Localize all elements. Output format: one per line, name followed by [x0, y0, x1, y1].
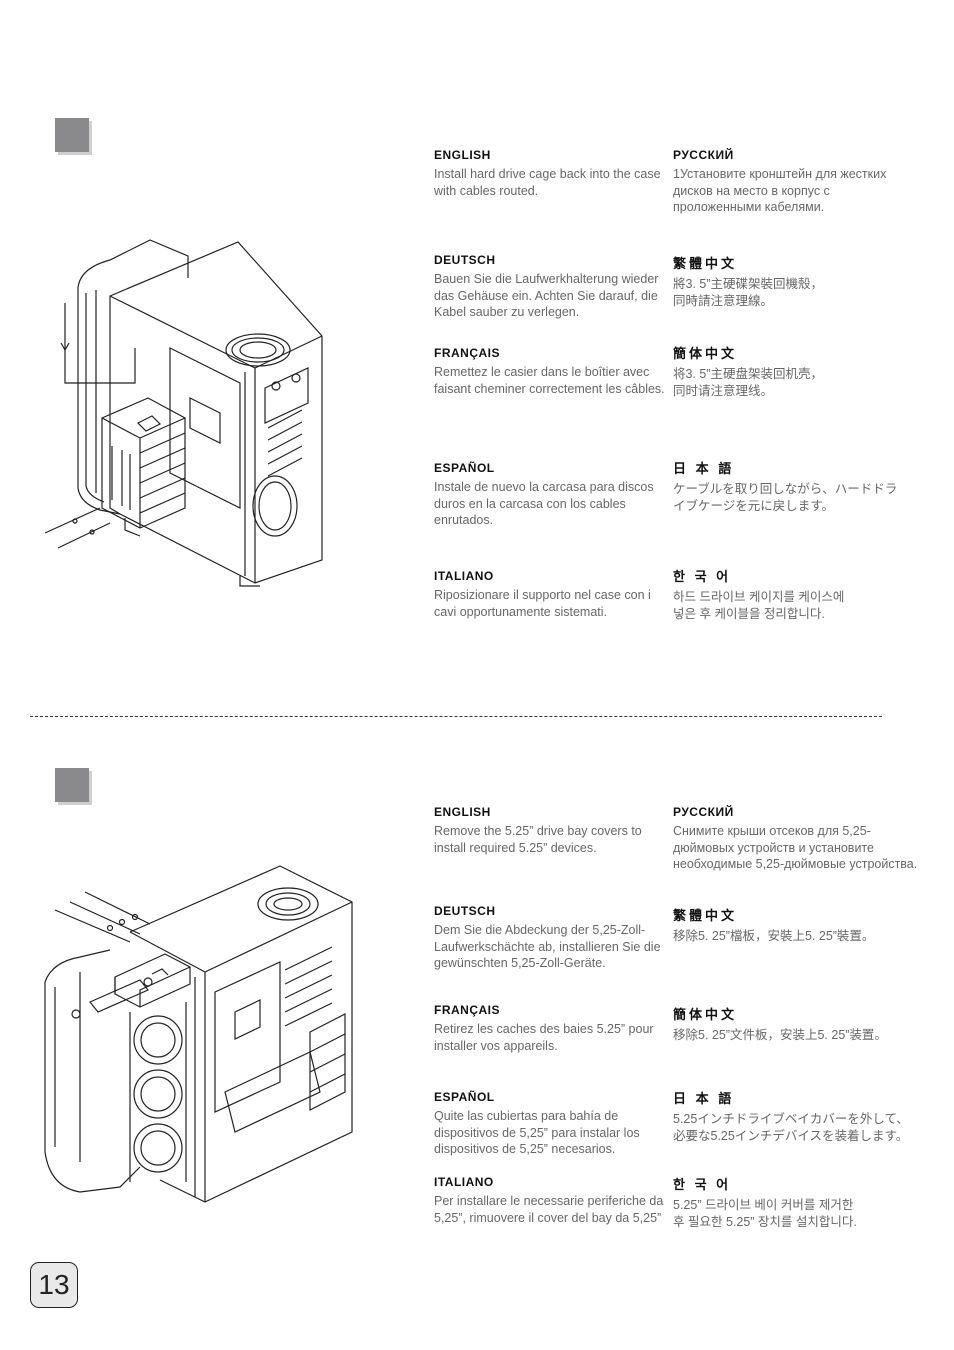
- language-label: РУССКИЙ: [673, 148, 734, 162]
- language-label: ITALIANO: [434, 1175, 494, 1189]
- japanese-block: 日 本 語 5.25インチドライブベイカバーを外して、 必要な5.25インチデバ…: [673, 1088, 909, 1144]
- instruction-text: Retirez les caches des baies 5.25” pour …: [434, 1022, 654, 1053]
- simp-chinese-block: 簡体中文 将3. 5”主硬盘架装回机壳， 同时请注意理线。: [673, 343, 823, 399]
- korean-block: 한 국 어 5.25” 드라이브 베이 커버를 제거한 후 필요한 5.25” …: [673, 1174, 857, 1230]
- trad-chinese-block: 繁體中文 移除5. 25”檔板，安裝上5. 25”裝置。: [673, 905, 874, 945]
- instruction-text: Instale de nuevo la carcasa para discos …: [434, 480, 654, 527]
- deutsch-block: DEUTSCH Dem Sie die Abdeckung der 5,25-Z…: [434, 904, 669, 972]
- language-label: 繁體中文: [673, 256, 738, 271]
- case-drive-bay-illustration: [44, 865, 353, 1203]
- language-label: РУССКИЙ: [673, 805, 734, 819]
- instruction-text: Remettez le casier dans le boîtier avec …: [434, 365, 665, 396]
- step-marker-1: [55, 118, 89, 152]
- instruction-text: 5.25” 드라이브 베이 커버를 제거한 후 필요한 5.25” 장치를 설치…: [673, 1198, 857, 1229]
- case-hdd-cage-illustration: [44, 239, 323, 587]
- language-label: 한 국 어: [673, 569, 732, 584]
- instruction-text: ケーブルを取り回しながら、ハードドラ イブケージを元に戻します。: [673, 482, 898, 513]
- espanol-block: ESPAÑOL Quite las cubiertas para bahía d…: [434, 1090, 669, 1158]
- deutsch-block: DEUTSCH Bauen Sie die Laufwerkhalterung …: [434, 253, 669, 321]
- language-label: ENGLISH: [434, 805, 491, 819]
- instruction-text: 하드 드라이브 케이지를 케이스에 넣은 후 케이블을 정리합니다.: [673, 590, 845, 621]
- section-divider: [30, 716, 882, 717]
- russian-block: РУССКИЙ 1Установите кронштейн для жестки…: [673, 148, 908, 216]
- language-label: FRANÇAIS: [434, 346, 500, 360]
- francais-block: FRANÇAIS Remettez le casier dans le boît…: [434, 346, 669, 397]
- instruction-text: 移除5. 25”文件板，安装上5. 25”装置。: [673, 1028, 887, 1042]
- language-label: ESPAÑOL: [434, 461, 495, 475]
- espanol-block: ESPAÑOL Instale de nuevo la carcasa para…: [434, 461, 669, 529]
- step-marker-2: [55, 768, 89, 802]
- instruction-text: Dem Sie die Abdeckung der 5,25-Zoll-Lauf…: [434, 923, 661, 970]
- instruction-text: Install hard drive cage back into the ca…: [434, 167, 661, 198]
- russian-block: РУССКИЙ Снимите крыши отсеков для 5,25-д…: [673, 805, 918, 873]
- korean-block: 한 국 어 하드 드라이브 케이지를 케이스에 넣은 후 케이블을 정리합니다.: [673, 566, 844, 622]
- trad-chinese-block: 繁體中文 將3. 5”主硬碟架裝回機殼， 同時請注意理線。: [673, 253, 823, 309]
- language-label: 한 국 어: [673, 1177, 732, 1192]
- instruction-text: 將3. 5”主硬碟架裝回機殼， 同時請注意理線。: [673, 277, 824, 308]
- instruction-text: 1Установите кронштейн для жестких дисков…: [673, 167, 887, 214]
- instruction-text: Remove the 5.25” drive bay covers to ins…: [434, 824, 642, 855]
- language-label: ITALIANO: [434, 569, 494, 583]
- language-label: 日 本 語: [673, 1091, 735, 1106]
- italiano-block: ITALIANO Per installare le necessarie pe…: [434, 1175, 669, 1226]
- instruction-text: Per installare le necessarie periferiche…: [434, 1194, 664, 1225]
- instruction-text: Quite las cubiertas para bahía de dispos…: [434, 1109, 640, 1156]
- instruction-text: 5.25インチドライブベイカバーを外して、 必要な5.25インチデバイスを装着し…: [673, 1112, 909, 1143]
- instruction-text: 将3. 5”主硬盘架装回机壳， 同时请注意理线。: [673, 367, 824, 398]
- language-label: FRANÇAIS: [434, 1003, 500, 1017]
- english-block: ENGLISH Install hard drive cage back int…: [434, 148, 669, 199]
- language-label: 簡体中文: [673, 346, 738, 361]
- instruction-text: 移除5. 25”檔板，安裝上5. 25”裝置。: [673, 929, 875, 943]
- italiano-block: ITALIANO Riposizionare il supporto nel c…: [434, 569, 669, 620]
- language-label: 簡体中文: [673, 1007, 738, 1022]
- language-label: 日 本 語: [673, 461, 735, 476]
- language-label: DEUTSCH: [434, 904, 496, 918]
- english-block: ENGLISH Remove the 5.25” drive bay cover…: [434, 805, 669, 856]
- simp-chinese-block: 簡体中文 移除5. 25”文件板，安装上5. 25”装置。: [673, 1004, 887, 1044]
- language-label: DEUTSCH: [434, 253, 496, 267]
- francais-block: FRANÇAIS Retirez les caches des baies 5.…: [434, 1003, 669, 1054]
- language-label: ESPAÑOL: [434, 1090, 495, 1104]
- instruction-text: Bauen Sie die Laufwerkhalterung wieder d…: [434, 272, 659, 319]
- page-number: 13: [30, 1262, 78, 1308]
- language-label: ENGLISH: [434, 148, 491, 162]
- instruction-text: Снимите крыши отсеков для 5,25-дюймовых …: [673, 824, 918, 871]
- instruction-text: Riposizionare il supporto nel case con i…: [434, 588, 651, 619]
- japanese-block: 日 本 語 ケーブルを取り回しながら、ハードドラ イブケージを元に戻します。: [673, 458, 897, 514]
- language-label: 繁體中文: [673, 908, 738, 923]
